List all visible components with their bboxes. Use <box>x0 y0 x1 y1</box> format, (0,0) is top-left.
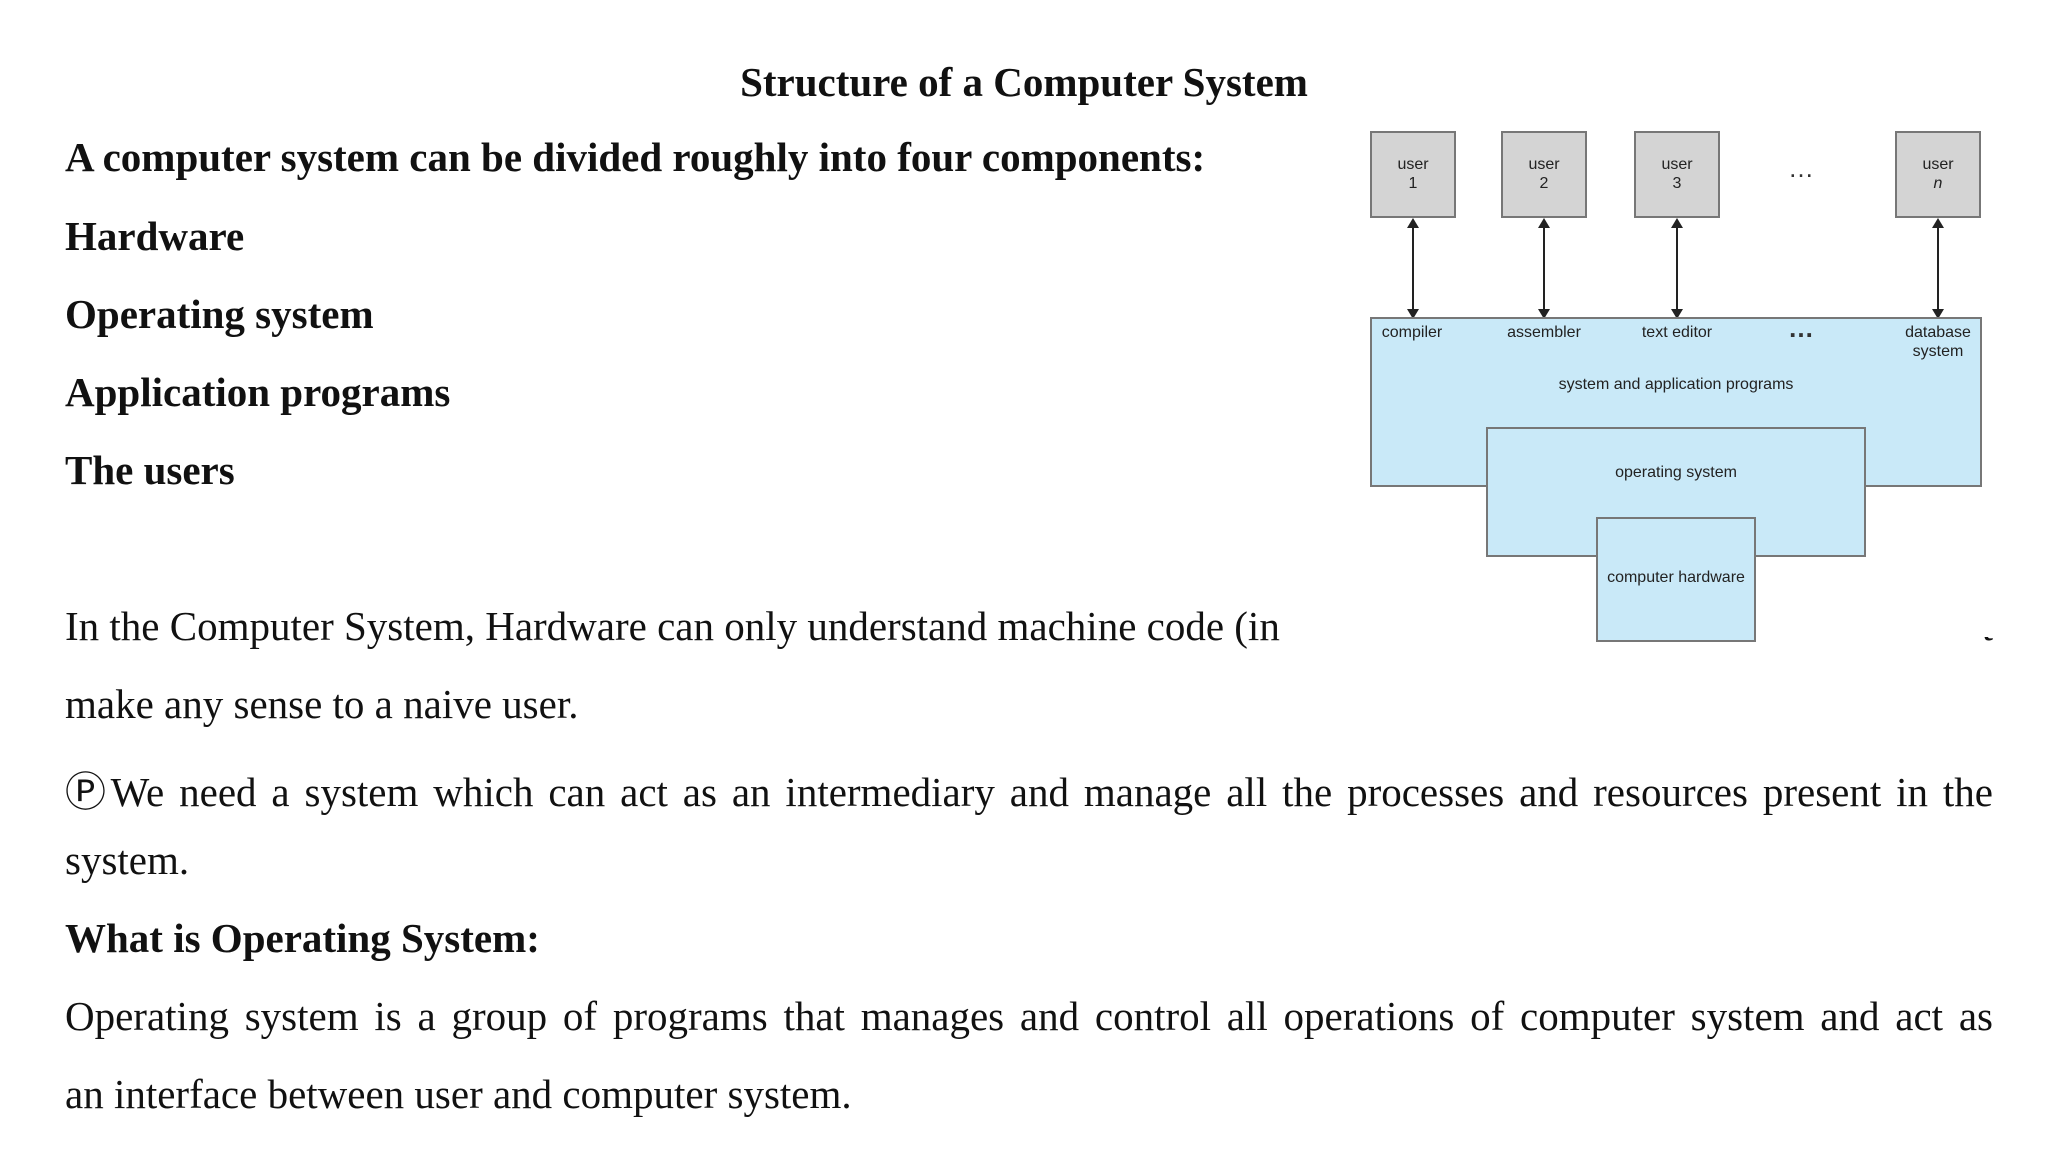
user-number: 2 <box>1539 175 1549 192</box>
paragraph-3-line-1: Operating system is a group of programs … <box>65 992 1993 1040</box>
programs-ellipsis: … <box>1788 313 1814 343</box>
hardware-layer <box>1596 517 1756 642</box>
components-heading: A computer system can be divided roughly… <box>65 134 1206 180</box>
arrow-user-3 <box>1671 218 1683 319</box>
arrow-user-2 <box>1538 218 1550 319</box>
arrow-user-1 <box>1407 218 1419 319</box>
user-label: user <box>1528 156 1560 173</box>
user-box-3: user 3 <box>1634 131 1720 218</box>
user-number: 3 <box>1672 175 1682 192</box>
program-text-editor: text editor <box>1641 324 1713 341</box>
paragraph-2-line-2: system. <box>65 837 190 883</box>
user-number: 1 <box>1408 175 1418 192</box>
component-hardware: Hardware <box>65 213 245 259</box>
os-layer-label: operating system <box>1615 464 1737 481</box>
program-compiler: compiler <box>1381 324 1443 341</box>
component-apps: Application programs <box>65 369 451 415</box>
arrow-user-n <box>1932 218 1944 319</box>
user-number: n <box>1933 175 1943 192</box>
paragraph-3-text: Operating system is a group of programs … <box>65 993 1993 1039</box>
os-heading: What is Operating System: <box>65 915 540 961</box>
user-label: user <box>1661 156 1693 173</box>
component-users: The users <box>65 447 235 493</box>
programs-layer-label: system and application programs <box>1558 376 1794 393</box>
paragraph-2-text: ⓅWe need a system which can act as an in… <box>65 769 1993 815</box>
paragraph-3-line-2: an interface between user and computer s… <box>65 1071 852 1117</box>
paragraph-1-start: In the Computer System, Hardware can onl… <box>65 603 1280 649</box>
user-label: user <box>1397 156 1429 173</box>
user-box-1: user 1 <box>1370 131 1456 218</box>
paragraph-1-line-2: make any sense to a naive user. <box>65 681 579 727</box>
component-os: Operating system <box>65 291 374 337</box>
computer-system-diagram: user 1 user 2 user 3 … user n compiler assem… <box>1360 125 2000 645</box>
user-box-2: user 2 <box>1501 131 1587 218</box>
program-database-system: database system <box>1905 324 1971 360</box>
paragraph-2-line-1: ⓅWe need a system which can act as an in… <box>65 758 1993 818</box>
hardware-layer-label: computer hardware <box>1607 569 1745 586</box>
user-label: user <box>1922 156 1954 173</box>
paragraph-1-line-1: In the Computer System, Hardware can onl… <box>65 602 1993 650</box>
page-title: Structure of a Computer System <box>740 59 1308 105</box>
user-box-n: user n <box>1895 131 1981 218</box>
users-ellipsis: … <box>1788 153 1814 183</box>
program-assembler: assembler <box>1507 324 1581 341</box>
